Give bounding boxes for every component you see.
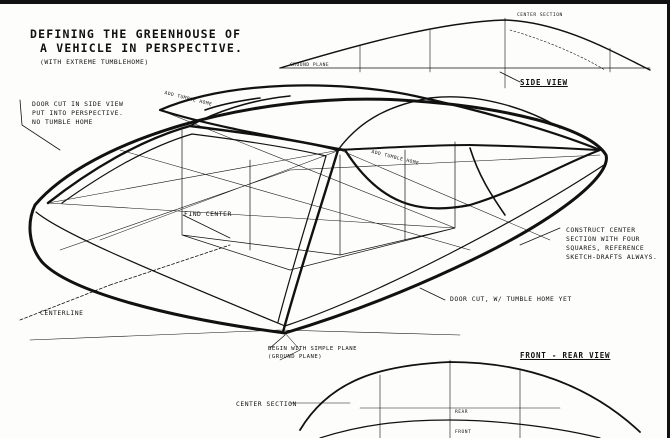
leader-begin xyxy=(269,334,286,349)
front-rear-front-label: FRONT xyxy=(455,430,472,435)
windshield-frame-inner xyxy=(61,133,327,323)
center-section-arc xyxy=(337,96,561,151)
front-rear-view-sketch xyxy=(289,359,641,438)
perspective-lines xyxy=(29,109,601,361)
annotation-construct: CONSTRUCT CENTER SECTION WITH FOUR SQUAR… xyxy=(566,226,658,261)
side-view-arrow xyxy=(499,71,521,83)
front-rear-view-label: FRONT - REAR VIEW xyxy=(520,351,611,360)
construction-box xyxy=(181,129,456,271)
side-view-label: SIDE VIEW xyxy=(520,78,568,87)
roof-spine xyxy=(337,144,599,151)
annotation-door-cut: DOOR CUT IN SIDE VIEW PUT INTO PERSPECTI… xyxy=(32,100,124,126)
a-pillar-left xyxy=(189,95,291,127)
title-line-1: DEFINING THE GREENHOUSE OF xyxy=(30,27,242,41)
sheet-border-top xyxy=(0,0,670,4)
ground-plane-outline xyxy=(28,97,608,335)
annotation-centerline: CENTERLINE xyxy=(40,309,84,317)
side-view-sketch xyxy=(279,17,651,89)
annotation-find-center: FIND CENTER xyxy=(184,210,232,218)
front-rear-center-section: CENTER SECTION xyxy=(236,400,297,408)
side-view-center-section: CENTER SECTION xyxy=(517,13,563,18)
ground-plane-edge xyxy=(35,164,605,327)
front-rear-rear-label: REAR xyxy=(455,410,469,415)
leader-door-cut xyxy=(19,99,61,151)
annotation-door-cut-tumble: DOOR CUT, W/ TUMBLE HOME YET xyxy=(450,295,572,303)
leader-door-cut-tumble xyxy=(419,287,446,301)
sheet-border-right xyxy=(667,0,670,438)
leader-construct xyxy=(519,227,561,246)
title-subtitle: (WITH EXTREME TUMBLEHOME) xyxy=(40,58,149,66)
rear-pillar xyxy=(469,147,506,216)
title-line-2: A VEHICLE IN PERSPECTIVE. xyxy=(40,41,244,55)
leader-find-center xyxy=(182,214,231,239)
centerline-line xyxy=(19,244,231,321)
windshield-frame xyxy=(46,124,340,334)
side-view-ground-plane: GROUND PLANE xyxy=(290,63,330,68)
annotation-begin: BEGIN WITH SIMPLE PLANE (GROUND PLANE) xyxy=(268,346,357,360)
